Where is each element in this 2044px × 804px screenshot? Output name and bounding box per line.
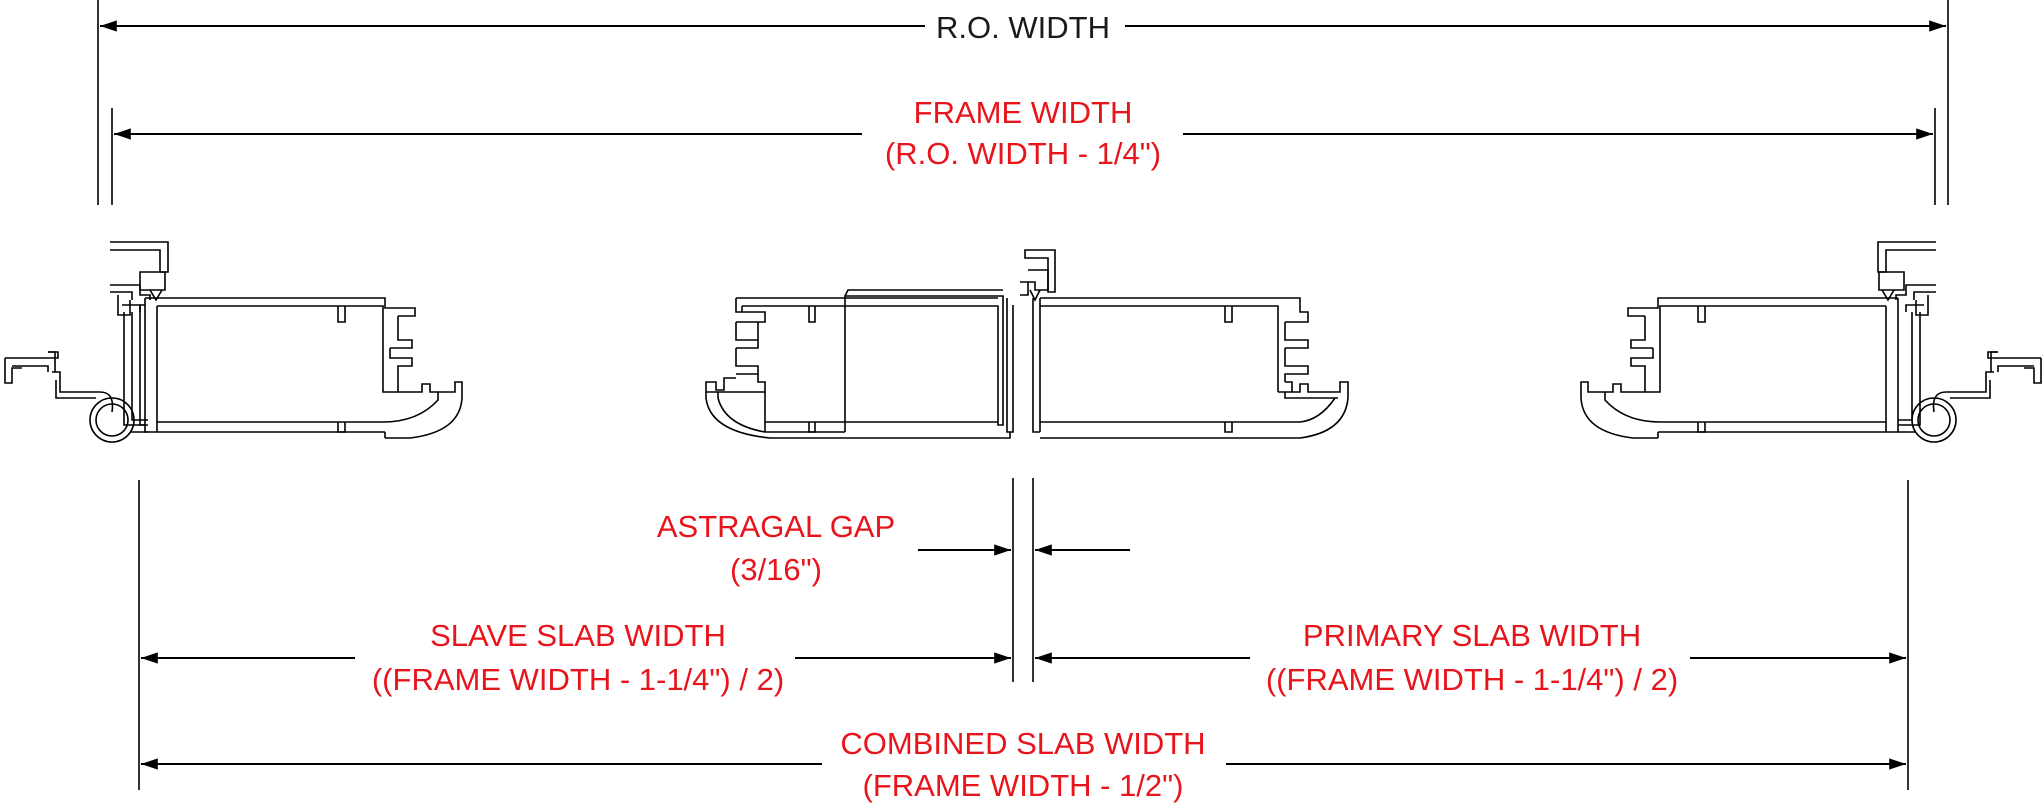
primary-slab-width-formula: ((FRAME WIDTH - 1-1/4") / 2) — [1266, 662, 1678, 697]
slave-slab-width-formula: ((FRAME WIDTH - 1-1/4") / 2) — [372, 662, 784, 697]
primary-slab-width-dimension: PRIMARY SLAB WIDTH ((FRAME WIDTH - 1-1/4… — [1035, 618, 1906, 697]
left-jamb-frame-profile — [4, 241, 169, 443]
ro-width-dimension: R.O. WIDTH — [100, 10, 1946, 45]
frame-width-label: FRAME WIDTH — [914, 95, 1133, 130]
slave-slab-width-dimension: SLAVE SLAB WIDTH ((FRAME WIDTH - 1-1/4")… — [141, 618, 1011, 697]
combined-slab-width-dimension: COMBINED SLAB WIDTH (FRAME WIDTH - 1/2") — [141, 726, 1906, 803]
slave-slab-width-label: SLAVE SLAB WIDTH — [430, 618, 726, 653]
combined-slab-width-formula: (FRAME WIDTH - 1/2") — [863, 768, 1184, 803]
astragal-gap-formula: (3/16") — [730, 552, 822, 587]
astragal-gap-dimension: ASTRAGAL GAP (3/16") — [657, 509, 1130, 587]
primary-slab-width-label: PRIMARY SLAB WIDTH — [1303, 618, 1641, 653]
slave-slab-profile — [139, 297, 463, 439]
primary-slab-profile — [1580, 297, 1899, 439]
slave-stile-profile — [705, 289, 1014, 439]
astragal-gap-label: ASTRAGAL GAP — [657, 509, 895, 544]
primary-stile-profile — [1032, 297, 1349, 439]
astragal-profile — [1020, 249, 1056, 302]
extension-lines — [97, 0, 1949, 790]
right-jamb-frame-profile — [1877, 241, 2042, 443]
combined-slab-width-label: COMBINED SLAB WIDTH — [840, 726, 1205, 761]
frame-width-dimension: FRAME WIDTH (R.O. WIDTH - 1/4") — [114, 95, 1933, 171]
ro-width-label: R.O. WIDTH — [936, 10, 1110, 45]
frame-width-formula: (R.O. WIDTH - 1/4") — [885, 136, 1161, 171]
